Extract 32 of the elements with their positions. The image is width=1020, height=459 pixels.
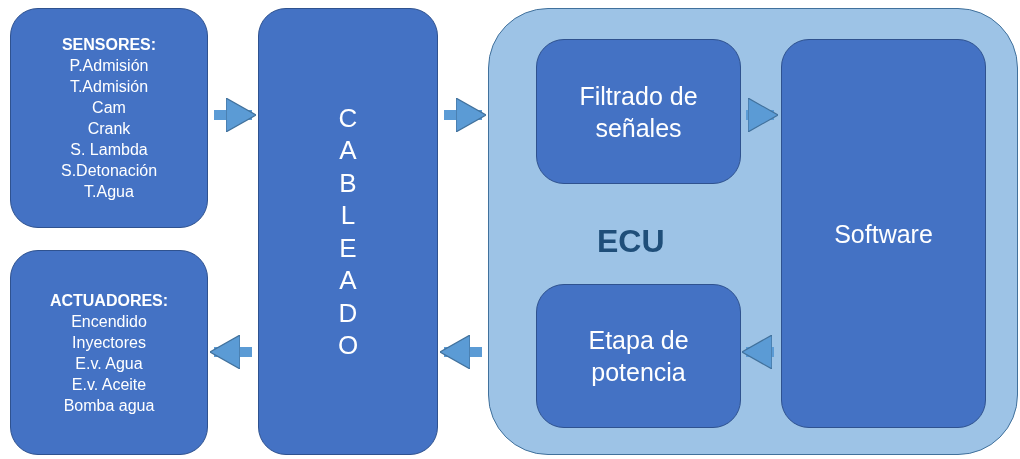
block-arrow xyxy=(214,97,257,133)
list-item: S. Lambda xyxy=(70,140,148,160)
block-arrow xyxy=(444,97,487,133)
block-arrow xyxy=(209,334,252,370)
list-item: Encendido xyxy=(71,311,147,332)
process-box xyxy=(536,39,741,184)
process-box xyxy=(258,8,438,455)
block-label: Filtrado de señales xyxy=(578,80,699,144)
list-heading: SENSORES: xyxy=(61,35,157,55)
container-box xyxy=(488,8,1018,455)
list-item: P.Admisión xyxy=(69,56,149,76)
process-box xyxy=(10,250,208,455)
list-item: T.Admisión xyxy=(69,77,149,97)
process-box xyxy=(10,8,208,228)
block-arrow xyxy=(439,334,482,370)
block-arrow xyxy=(746,97,779,133)
list-item: Inyectores xyxy=(72,332,146,353)
block-label: Software xyxy=(833,218,934,250)
process-box xyxy=(536,284,741,428)
container-title: ECU xyxy=(597,222,665,261)
list-item: Crank xyxy=(87,119,131,139)
list-item: Bomba agua xyxy=(63,395,155,416)
vertical-label: CABLEADO xyxy=(336,101,360,362)
list-item: Cam xyxy=(92,98,126,118)
list-item: S.Detonación xyxy=(60,161,158,181)
block-arrow xyxy=(741,334,774,370)
list-item: E.v. Agua xyxy=(75,353,143,374)
process-box xyxy=(781,39,986,428)
list-item: E.v. Aceite xyxy=(71,374,147,395)
list-heading: ACTUADORES: xyxy=(49,290,169,311)
block-label: Etapa de potencia xyxy=(587,325,690,388)
list-item: T.Agua xyxy=(84,182,134,202)
